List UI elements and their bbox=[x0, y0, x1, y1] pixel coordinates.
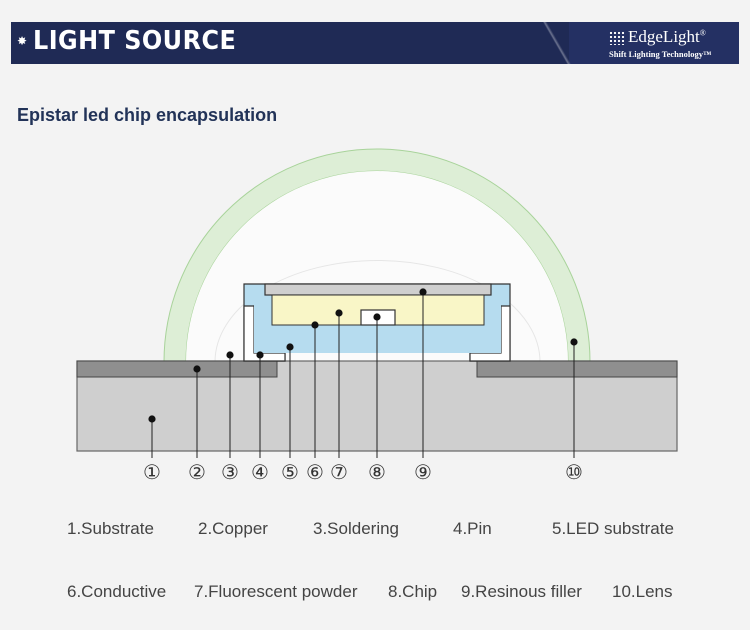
leader-lines bbox=[151, 292, 575, 458]
legend-item-chip: 8.Chip bbox=[388, 582, 438, 601]
legend-item-led-substrate: 5.LED substrate bbox=[552, 519, 674, 538]
callout-8: ⑧ bbox=[368, 460, 386, 484]
leader-dot-4 bbox=[256, 351, 264, 359]
callout-9: ⑨ bbox=[414, 460, 432, 484]
callout-2: ② bbox=[188, 460, 206, 484]
logo-reg-mark: ® bbox=[699, 28, 706, 38]
legend-item-substrate: 1.Substrate bbox=[67, 519, 154, 538]
header-banner: ✸ LIGHT SOURCE EdgeLight® Shift Lighting… bbox=[11, 22, 739, 64]
banner-accent bbox=[529, 22, 739, 64]
callout-4: ④ bbox=[251, 460, 269, 484]
leader-dot-7 bbox=[335, 309, 343, 317]
copper-right bbox=[476, 360, 678, 378]
callout-5: ⑤ bbox=[281, 460, 299, 484]
diagram-subtitle: Epistar led chip encapsulation bbox=[17, 105, 278, 125]
logo-dots-icon bbox=[609, 31, 625, 45]
leader-dot-1 bbox=[148, 415, 156, 423]
legend-item-conductive: 6.Conductive bbox=[67, 582, 167, 601]
leader-dot-5 bbox=[286, 343, 294, 351]
callout-1: ① bbox=[143, 460, 161, 484]
logo-name: EdgeLight bbox=[628, 27, 700, 46]
brand-logo: EdgeLight® Shift Lighting Technology™ bbox=[609, 25, 729, 61]
legend-item-pin: 4.Pin bbox=[453, 519, 492, 538]
callout-7: ⑦ bbox=[330, 460, 348, 484]
leader-dot-10 bbox=[570, 338, 578, 346]
lens-inner-arc bbox=[214, 259, 541, 363]
copper-left bbox=[76, 360, 278, 378]
legend-item-resinous-filler: 9.Resinous filler bbox=[461, 582, 582, 601]
leader-dot-3 bbox=[226, 351, 234, 359]
logo-tagline: Shift Lighting Technology™ bbox=[609, 49, 712, 59]
led-substrate-plate bbox=[264, 283, 492, 296]
callout-6: ⑥ bbox=[306, 460, 324, 484]
legend-item-soldering: 3.Soldering bbox=[313, 519, 400, 538]
banner-title: LIGHT SOURCE bbox=[33, 26, 237, 56]
leader-dots bbox=[148, 288, 578, 423]
leader-dot-6 bbox=[311, 321, 319, 329]
callout-10: ⑩ bbox=[565, 460, 583, 484]
star-icon: ✸ bbox=[17, 34, 28, 48]
leader-dot-8 bbox=[373, 313, 381, 321]
legend-item-copper: 2.Copper bbox=[198, 519, 268, 538]
leader-dot-9 bbox=[419, 288, 427, 296]
legend-item-fluorescent-powder: 7.Fluorescent powder bbox=[194, 582, 358, 601]
leader-dot-2 bbox=[193, 365, 201, 373]
legend-item-lens: 10.Lens bbox=[612, 582, 673, 601]
callout-3: ③ bbox=[221, 460, 239, 484]
